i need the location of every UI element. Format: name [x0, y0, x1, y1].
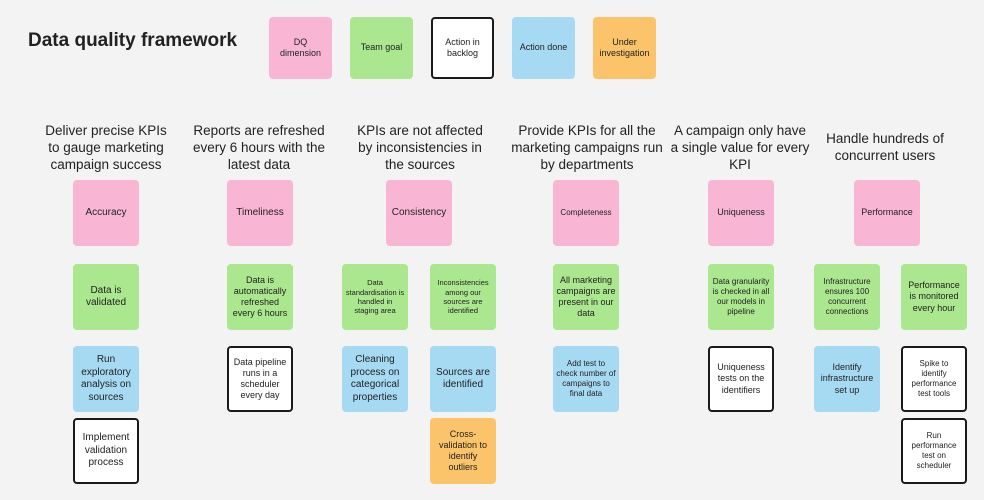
action-cleaning-categorical[interactable]: Cleaning process on categorical properti… — [342, 346, 408, 412]
dimension-completeness[interactable]: Completeness — [553, 180, 619, 246]
dimension-timeliness[interactable]: Timeliness — [227, 180, 293, 246]
column-heading-performance: Handle hundreds of concurrent users — [826, 131, 944, 163]
goal-data-granularity[interactable]: Data granularity is checked in all our m… — [708, 264, 774, 330]
action-add-campaign-test[interactable]: Add test to check number of campaigns to… — [553, 346, 619, 412]
action-run-exploratory-analysis[interactable]: Run exploratory analysis on sources — [73, 346, 139, 412]
action-cross-validation[interactable]: Cross-validation to identify outliers — [430, 418, 496, 484]
goal-inconsistencies-identified[interactable]: Inconsistencies among our sources are id… — [430, 264, 496, 330]
goal-data-auto-refreshed[interactable]: Data is automatically refreshed every 6 … — [227, 264, 293, 330]
column-heading-consistency: KPIs are not affected by inconsistencies… — [357, 123, 483, 172]
column-heading-completeness: Provide KPIs for all the marketing campa… — [511, 123, 663, 172]
column-heading-uniqueness: A campaign only have a single value for … — [670, 123, 810, 172]
action-pipeline-scheduler[interactable]: Data pipeline runs in a scheduler every … — [227, 346, 293, 412]
legend-dq-dimension[interactable]: DQ dimension — [269, 17, 332, 79]
dimension-performance[interactable]: Performance — [854, 180, 920, 246]
action-uniqueness-tests[interactable]: Uniqueness tests on the identifiers — [708, 346, 774, 412]
action-sources-identified[interactable]: Sources are identified — [430, 346, 496, 412]
goal-data-standardisation[interactable]: Data standardisation is handled in stagi… — [342, 264, 408, 330]
dimension-consistency[interactable]: Consistency — [386, 180, 452, 246]
action-identify-infrastructure[interactable]: Identify infrastructure set up — [814, 346, 880, 412]
dimension-accuracy[interactable]: Accuracy — [73, 180, 139, 246]
legend-action-in-backlog[interactable]: Action in backlog — [431, 17, 494, 79]
goal-all-campaigns-present[interactable]: All marketing campaigns are present in o… — [553, 264, 619, 330]
goal-infrastructure-connections[interactable]: Infrastructure ensures 100 concurrent co… — [814, 264, 880, 330]
page-title: Data quality framework — [28, 30, 238, 51]
goal-performance-monitored[interactable]: Performance is monitored every hour — [901, 264, 967, 330]
column-heading-timeliness: Reports are refreshed every 6 hours with… — [192, 123, 326, 172]
legend-under-investigation[interactable]: Under investigation — [593, 17, 656, 79]
legend-action-done[interactable]: Action done — [512, 17, 575, 79]
goal-data-validated[interactable]: Data is validated — [73, 264, 139, 330]
column-heading-accuracy: Deliver precise KPIs to gauge marketing … — [45, 123, 167, 172]
action-run-performance-test[interactable]: Run performance test on scheduler — [901, 418, 967, 484]
dimension-uniqueness[interactable]: Uniqueness — [708, 180, 774, 246]
action-spike-performance-tools[interactable]: Spike to identify performance test tools — [901, 346, 967, 412]
action-implement-validation[interactable]: Implement validation process — [73, 418, 139, 484]
legend-team-goal[interactable]: Team goal — [350, 17, 413, 79]
